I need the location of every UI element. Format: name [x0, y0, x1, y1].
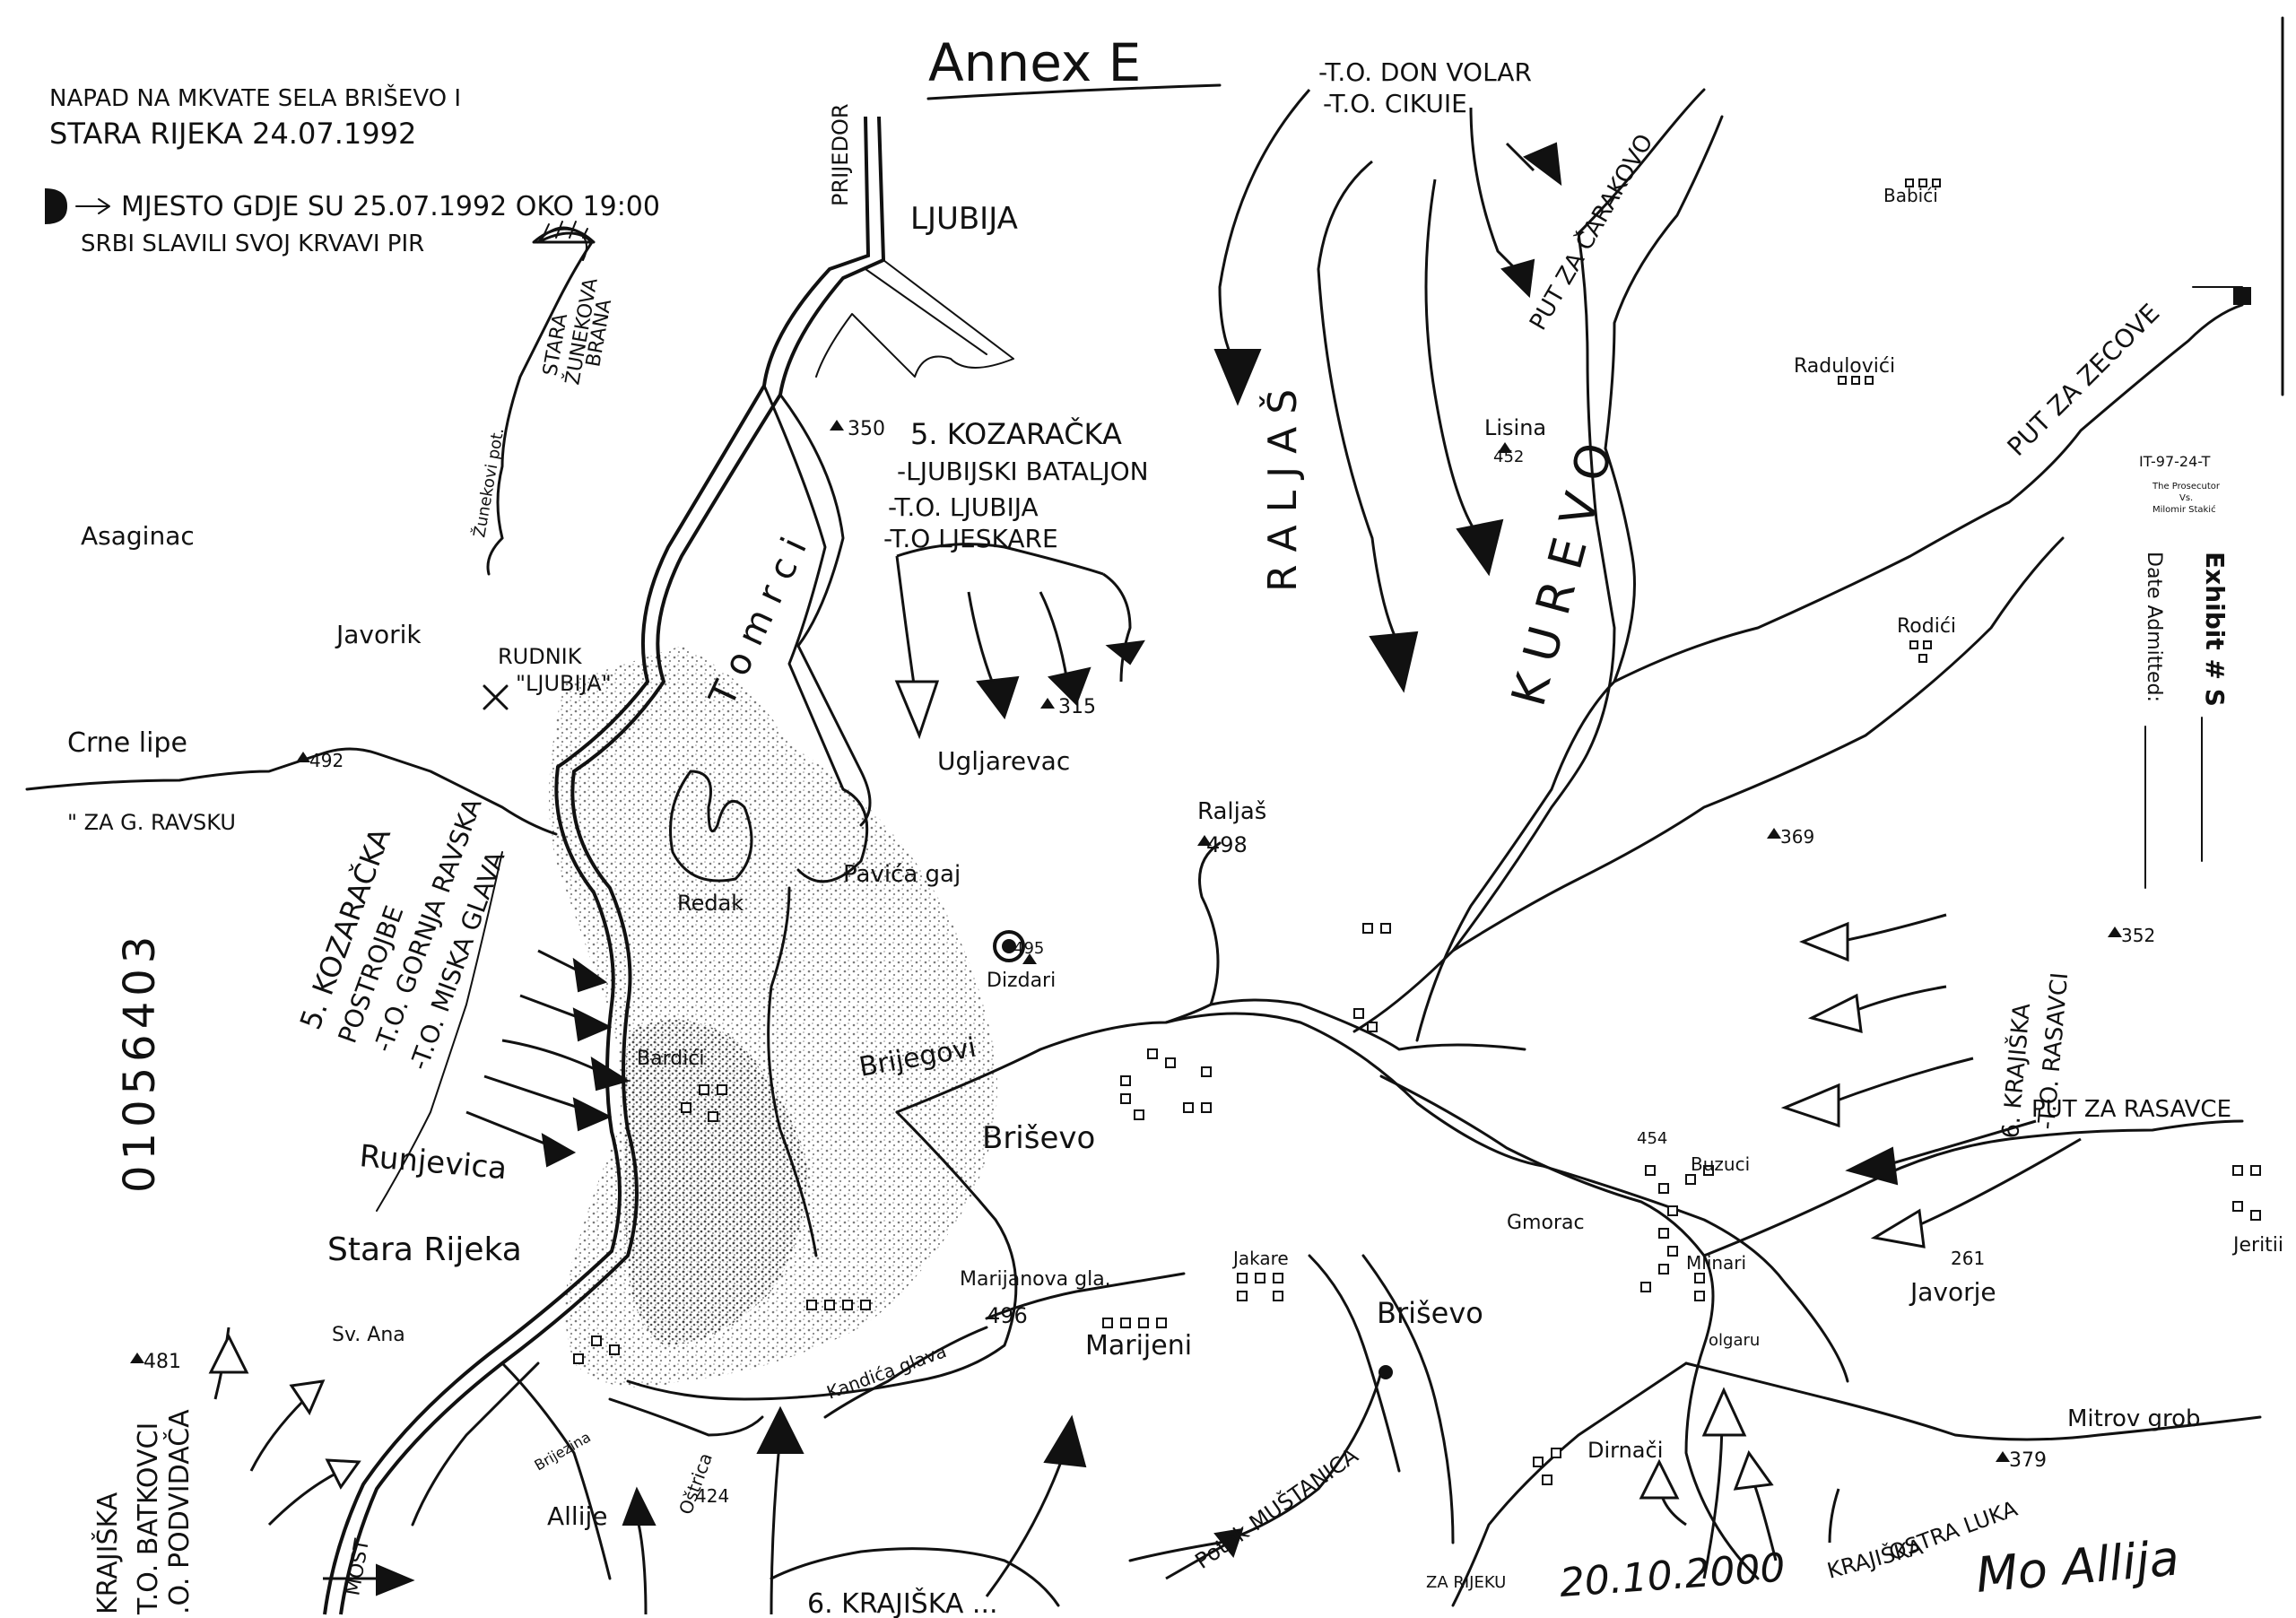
exhibit-line-1: The Prosecutor: [2152, 482, 2221, 491]
attack-arrows-southeast: [1639, 1387, 1840, 1579]
place-marijeni: Marijeni: [1085, 1330, 1192, 1361]
attack-arrows-west: [465, 949, 631, 1168]
place-most: MOST: [342, 1536, 374, 1597]
elev-454: 454: [1637, 1129, 1667, 1148]
place-lisina: Lisina: [1484, 415, 1546, 440]
place-redak: Redak: [677, 891, 744, 916]
place-rudnik-1: RUDNIK: [498, 644, 583, 669]
annex-title: Annex E: [928, 32, 1141, 93]
signature-date: 20.10.2000: [1558, 1545, 1787, 1606]
elev-379: 379: [2009, 1449, 2047, 1472]
unit-kozaracka-center-1: 5. KOZARAČKA: [910, 416, 1122, 451]
elev-369: 369: [1780, 826, 1814, 848]
place-raljas: Raljaš: [1197, 798, 1266, 825]
place-alilje: Allije: [547, 1501, 608, 1531]
place-ostrica: Oštrica: [674, 1450, 717, 1518]
dam-hatched-icon: [532, 221, 596, 244]
signature: Mo Allija: [1974, 1529, 2181, 1604]
document-id: 01056403: [115, 931, 165, 1193]
attack-arrows-southwest: [208, 1327, 1244, 1615]
elev-315: 315: [1058, 696, 1096, 718]
place-kandici: Kandića glava: [824, 1340, 950, 1403]
place-olgaru: olgaru: [1709, 1331, 1760, 1350]
place-raljas-vertical: R A L J A Š: [1258, 389, 1306, 592]
unit-krajiska-left-2: T.O. BATKOVCI: [133, 1422, 164, 1615]
place-brisevo-center: Briševo: [982, 1120, 1095, 1156]
legend-symbol-icon: [45, 188, 110, 224]
place-stara-rijeka: Stara Rijeka: [327, 1231, 522, 1268]
place-crne-lipe: Crne lipe: [67, 727, 187, 759]
unit-krajiska-left-1: KRAJIŠKA: [91, 1492, 124, 1614]
elev-496: 496: [987, 1303, 1028, 1328]
place-ugljarevac: Ugljarevac: [937, 746, 1070, 776]
place-zunekovi-pot: Žunekovi pot.: [469, 426, 508, 539]
place-bardici: Bardići: [637, 1048, 705, 1070]
place-asaginac: Asaginac: [81, 521, 195, 551]
shaded-attack-core: [623, 1020, 807, 1345]
unit-kozaracka-center-3: -T.O. LJUBIJA: [888, 492, 1039, 522]
elev-498: 498: [1206, 832, 1248, 857]
place-javorje: Javorje: [1909, 1277, 1996, 1307]
elev-350: 350: [848, 418, 885, 440]
place-javorik: Javorik: [335, 620, 422, 649]
unit-top-2: -T.O. CIKUIE: [1323, 89, 1467, 118]
place-babici: Babići: [1883, 185, 1938, 206]
exhibit-line-2: Vs.: [2179, 493, 2193, 503]
place-mitrov-grob: Mitrov grob: [2067, 1405, 2201, 1432]
elev-492: 492: [309, 750, 344, 771]
place-sv-ana: Sv. Ana: [332, 1324, 405, 1346]
legend-line-1: MJESTO GDJE SU 25.07.1992 OKO 19:00: [121, 191, 660, 222]
unit-krajiska-right-1: 6. KRAJIŠKA: [1996, 1002, 2036, 1140]
attack-arrows-east: [1780, 913, 2082, 1248]
unit-kozaracka-center-2: -LJUBIJSKI BATALJON: [897, 457, 1149, 486]
elev-261: 261: [1951, 1248, 1985, 1269]
exhibit-line-3: Milomir Stakić: [2152, 504, 2216, 515]
place-pavica-gaj: Pavića gaj: [843, 861, 961, 888]
map-labels: Annex E NAPAD NA MKVATE SELA BRIŠEVO I S…: [49, 32, 2283, 1618]
mine-icon: [483, 684, 509, 710]
elev-481: 481: [144, 1351, 181, 1373]
unit-krajiska-left-3: .O. PODVIDAČA: [162, 1409, 196, 1614]
unit-kozaracka-center-4: -T.O LJESKARE: [883, 524, 1058, 553]
place-marijanova-glava: Marijanova gla.: [960, 1268, 1111, 1291]
elev-495: 495: [1013, 939, 1044, 958]
place-radulovici: Radulovići: [1794, 355, 1895, 378]
place-dizdari: Dizdari: [987, 970, 1056, 992]
exhibit-date-label: Date Admitted:: [2143, 552, 2165, 702]
place-buzuci: Buzuci: [1691, 1153, 1750, 1175]
exhibit-case-no: IT-97-24-T: [2139, 453, 2211, 470]
place-dimaci: Dirnači: [1587, 1438, 1663, 1463]
exhibit-label: Exhibit # S: [2200, 552, 2230, 707]
elevation-markers: [130, 420, 2122, 1462]
settlement-houses: [573, 178, 2261, 1485]
place-rudnik-2: "LJUBIJA": [516, 671, 612, 696]
unit-krajiska-bottom: 6. KRAJIŠKA ...: [807, 1587, 998, 1618]
place-za-rijeku: ZA RIJEKU: [1426, 1573, 1506, 1592]
place-runjevica: Runjevica: [358, 1138, 509, 1187]
place-ljubija: LJUBIJA: [910, 201, 1018, 237]
place-gmorac: Gmorac: [1507, 1212, 1585, 1234]
place-jeritii: Jeritii: [2231, 1234, 2283, 1257]
place-jakare: Jakare: [1231, 1248, 1289, 1269]
place-potok-mustanica: Potok MUŠTANICA: [1189, 1441, 1363, 1574]
legend-line-2: SRBI SLAVILI SVOJ KRVAVI PIR: [81, 231, 424, 257]
elev-352: 352: [2121, 925, 2155, 946]
unit-top-1: -T.O. DON VOLAR: [1318, 57, 1532, 87]
attack-arrows-north: [1213, 89, 1562, 693]
place-mlinari: Mlinari: [1686, 1252, 1746, 1274]
place-brisevo-lower: Briševo: [1377, 1296, 1483, 1330]
place-za-g-ravsku: " ZA G. RAVSKU: [67, 810, 236, 835]
elev-452: 452: [1493, 448, 1524, 466]
place-put-za-rasavce: PUT ZA RASAVCE: [2031, 1096, 2231, 1123]
title-line-2: STARA RIJEKA 24.07.1992: [49, 117, 416, 151]
elev-424: 424: [695, 1485, 729, 1507]
title-line-1: NAPAD NA MKVATE SELA BRIŠEVO I: [49, 83, 461, 112]
place-rodici: Rodići: [1897, 615, 1956, 638]
attack-arrows-kozaracka: [894, 543, 1145, 740]
place-prijedor: PRIJEDOR: [828, 103, 853, 206]
